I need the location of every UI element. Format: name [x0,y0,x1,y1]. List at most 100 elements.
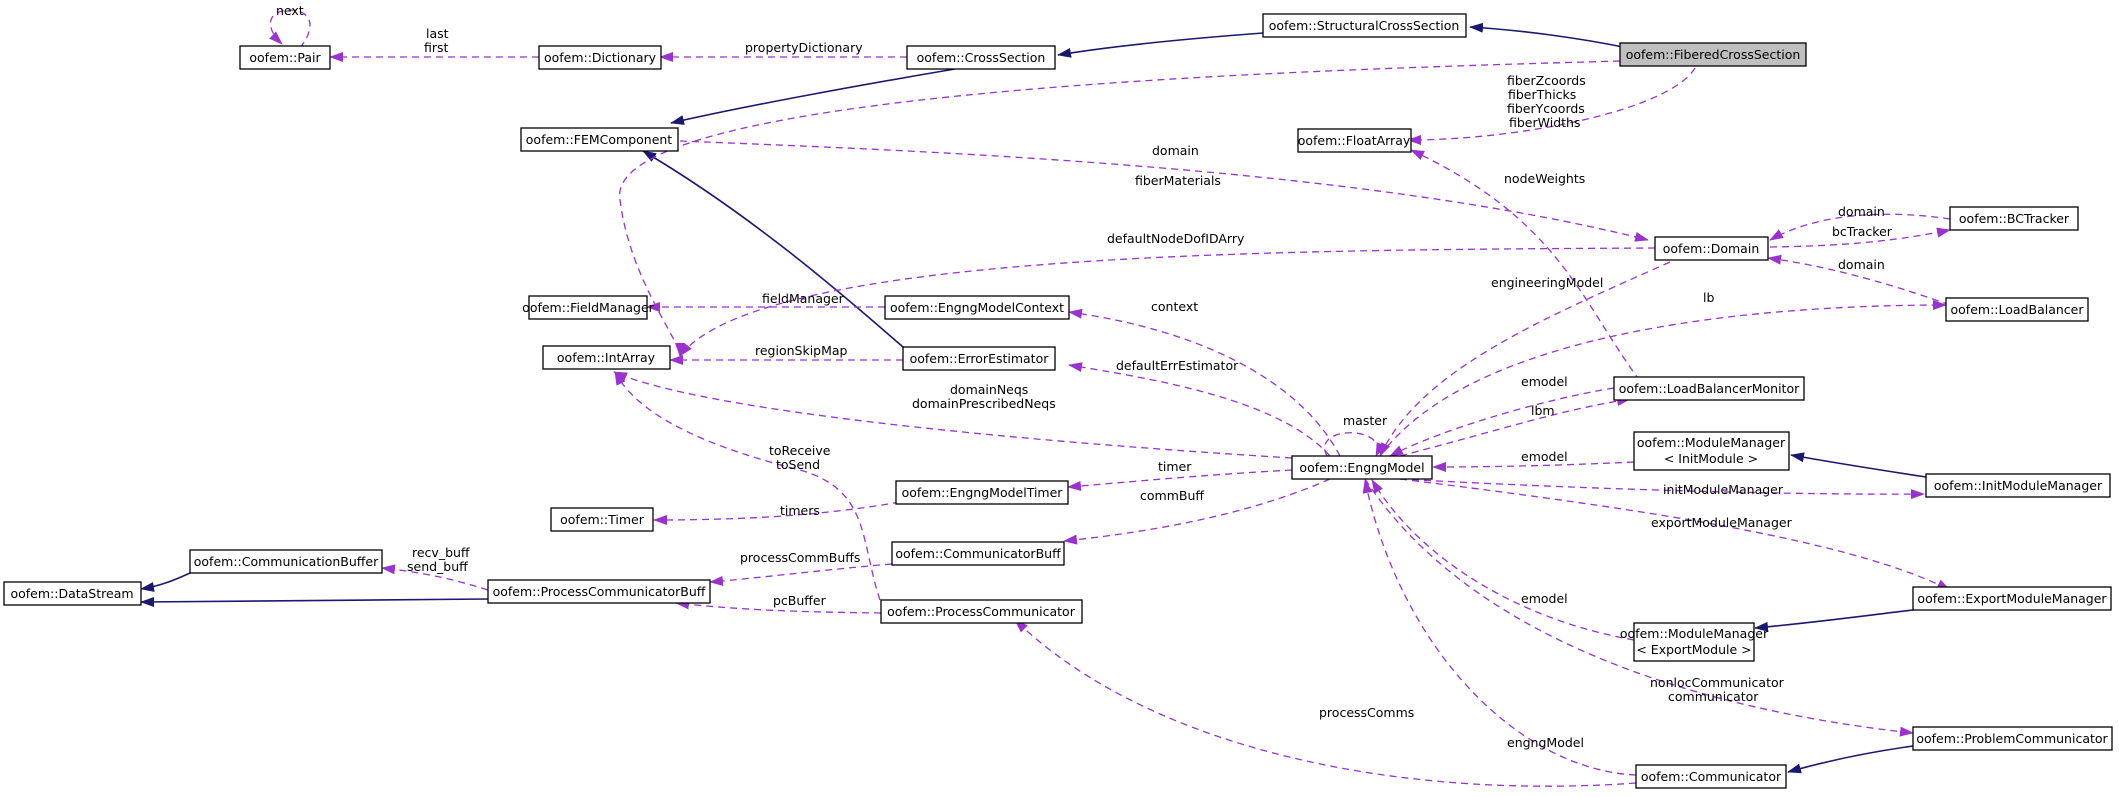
svg-text:oofem::StructuralCrossSection: oofem::StructuralCrossSection [1269,18,1460,33]
svg-text:oofem::CommunicatorBuff: oofem::CommunicatorBuff [895,546,1061,561]
svg-text:oofem::EngngModelTimer: oofem::EngngModelTimer [902,485,1064,500]
edge-fibered-to-floatarray [1407,67,1696,145]
svg-text:oofem::ModuleManager: oofem::ModuleManager [1620,626,1769,641]
svg-text:oofem::BCTracker: oofem::BCTracker [1959,211,2070,226]
node-module-manager-init[interactable]: oofem::ModuleManager < InitModule > [1633,431,1790,471]
edge-engngmodeltimer-to-timer [653,501,901,525]
svg-text:oofem::ProcessCommunicator: oofem::ProcessCommunicator [887,604,1076,619]
svg-text:oofem::CrossSection: oofem::CrossSection [917,50,1046,65]
node-process-communicator-buff[interactable]: oofem::ProcessCommunicatorBuff [487,579,711,604]
label-fiberthicks: fiberThicks [1508,87,1576,102]
edge-engngmodel-to-errorestimator [1068,362,1331,457]
label-timer: timer [1158,459,1192,474]
node-timer[interactable]: oofem::Timer [550,507,654,532]
node-error-estimator[interactable]: oofem::ErrorEstimator [902,346,1056,371]
label-tosend: toSend [776,457,820,472]
edge-domain-to-bctracker [1769,227,1951,248]
edge-pair-next [269,9,311,49]
label-domainprescribedneqs: domainPrescribedNeqs [912,396,1056,411]
node-domain[interactable]: oofem::Domain [1654,236,1769,261]
edge-engngmodel-to-initmodulemanager [1399,478,1925,500]
edge-engngmodel-to-engngmodelcontext [1068,308,1341,457]
node-field-manager[interactable]: oofem::FieldManager [522,295,655,320]
node-communicator[interactable]: oofem::Communicator [1635,764,1787,789]
label-recv-buff: recv_buff [412,545,470,560]
svg-text:oofem::IntArray: oofem::IntArray [557,350,656,365]
svg-text:oofem::LoadBalancer: oofem::LoadBalancer [1951,302,2085,317]
label-timers: timers [780,503,820,518]
edge-fibered-to-intarray [619,60,1621,357]
node-export-module-manager[interactable]: oofem::ExportModuleManager [1912,586,2112,611]
node-process-communicator[interactable]: oofem::ProcessCommunicator [880,599,1083,624]
svg-text:< InitModule >: < InitModule > [1664,451,1758,466]
edge-engngmodel-to-engngmodeltimer [1067,469,1293,491]
node-dictionary[interactable]: oofem::Dictionary [538,45,662,70]
edge-lbmonitor-to-floatarray [1410,149,1641,382]
node-communication-buffer[interactable]: oofem::CommunicationBuffer [189,549,383,574]
svg-text:oofem::ExportModuleManager: oofem::ExportModuleManager [1917,591,2107,606]
edge-errorestimator-to-femcomponent [642,150,904,348]
node-problem-communicator[interactable]: oofem::ProblemCommunicator [1912,726,2113,751]
node-data-stream[interactable]: oofem::DataStream [3,581,142,606]
node-communicator-buff[interactable]: oofem::CommunicatorBuff [891,541,1065,566]
edge-engngmodel-to-domain [1379,261,1671,457]
node-structural-cross-section[interactable]: oofem::StructuralCrossSection [1262,13,1467,38]
edge-femcomponent-to-domain [679,140,1649,242]
node-engng-model[interactable]: oofem::EngngModel [1291,455,1433,480]
node-module-manager-export[interactable]: oofem::ModuleManager < ExportModule > [1620,622,1769,662]
svg-text:oofem::ModuleManager: oofem::ModuleManager [1637,435,1786,450]
edge-loadbalancer-to-domain [1767,254,1951,306]
edge-mmexport-to-engngmodel [1371,479,1635,641]
label-pcbuffer: pcBuffer [773,593,827,608]
edge-commbuffer-to-datastream [140,572,191,592]
edge-processcommunicator-to-pcb [675,599,882,614]
label-send-buff: send_buff [407,559,468,574]
edge-domain-to-intarray [679,247,1656,357]
label-toreceive: toReceive [769,443,831,458]
node-engng-model-context[interactable]: oofem::EngngModelContext [884,295,1070,320]
node-fem-component[interactable]: oofem::FEMComponent [520,127,679,152]
node-engng-model-timer[interactable]: oofem::EngngModelTimer [895,480,1069,505]
label-fiberzcoords: fiberZcoords [1507,73,1586,88]
label-fiberycoords: fiberYcoords [1507,101,1585,116]
node-int-array[interactable]: oofem::IntArray [542,345,671,370]
node-load-balancer[interactable]: oofem::LoadBalancer [1945,297,2089,322]
svg-text:oofem::ProcessCommunicatorBuff: oofem::ProcessCommunicatorBuff [493,584,706,599]
inheritance-edges [140,22,1927,774]
node-float-array[interactable]: oofem::FloatArray [1297,128,1412,153]
edge-mminit-to-engngmodel [1432,461,1635,472]
label-emodel-mmi: emodel [1521,449,1568,464]
edge-pcb-to-datastream [140,596,489,607]
label-lbm: lbm [1531,403,1555,418]
node-load-balancer-monitor[interactable]: oofem::LoadBalancerMonitor [1613,376,1805,401]
label-engngmodel: engngModel [1507,735,1584,750]
node-pair[interactable]: oofem::Pair [239,45,331,70]
label-fieldmanager: fieldManager [762,291,845,306]
svg-text:oofem::FEMComponent: oofem::FEMComponent [526,132,673,147]
label-domain-lb: domain [1838,257,1885,272]
svg-text:oofem::CommunicationBuffer: oofem::CommunicationBuffer [194,554,379,569]
label-domain-bct: domain [1838,204,1885,219]
node-cross-section[interactable]: oofem::CrossSection [906,45,1056,70]
edge-communicatorbuff-to-pcb [709,563,893,586]
edge-engngmodel-to-communicatorbuff [1063,478,1331,545]
node-fibered-cross-section[interactable]: oofem::FiberedCrossSection [1619,42,1807,67]
edge-initmm-to-modulemanager [1790,452,1927,478]
svg-text:oofem::LoadBalancerMonitor: oofem::LoadBalancerMonitor [1619,381,1800,396]
label-last: last [426,26,449,41]
label-next: next [276,3,304,18]
nodes: oofem::FiberedCrossSection oofem::Struct… [3,13,2113,789]
label-engineeringmodel: engineeringModel [1491,275,1603,290]
node-bc-tracker[interactable]: oofem::BCTracker [1949,206,2079,231]
svg-text:oofem::FieldManager: oofem::FieldManager [522,300,654,315]
label-initmodulemanager: initModuleManager [1663,482,1784,497]
edge-lbmonitor-to-engngmodel [1389,387,1615,457]
node-init-module-manager[interactable]: oofem::InitModuleManager [1925,473,2111,498]
edge-communicator-to-processcommunicator [1014,619,1637,787]
label-defaulterrestimator: defaultErrEstimator [1116,358,1239,373]
svg-text:oofem::ProblemCommunicator: oofem::ProblemCommunicator [1916,731,2108,746]
edge-engngmodel-to-lbmonitor [1399,396,1631,457]
label-defaultnodedofidarry: defaultNodeDofIDArry [1107,231,1245,246]
svg-text:oofem::Communicator: oofem::Communicator [1641,769,1782,784]
